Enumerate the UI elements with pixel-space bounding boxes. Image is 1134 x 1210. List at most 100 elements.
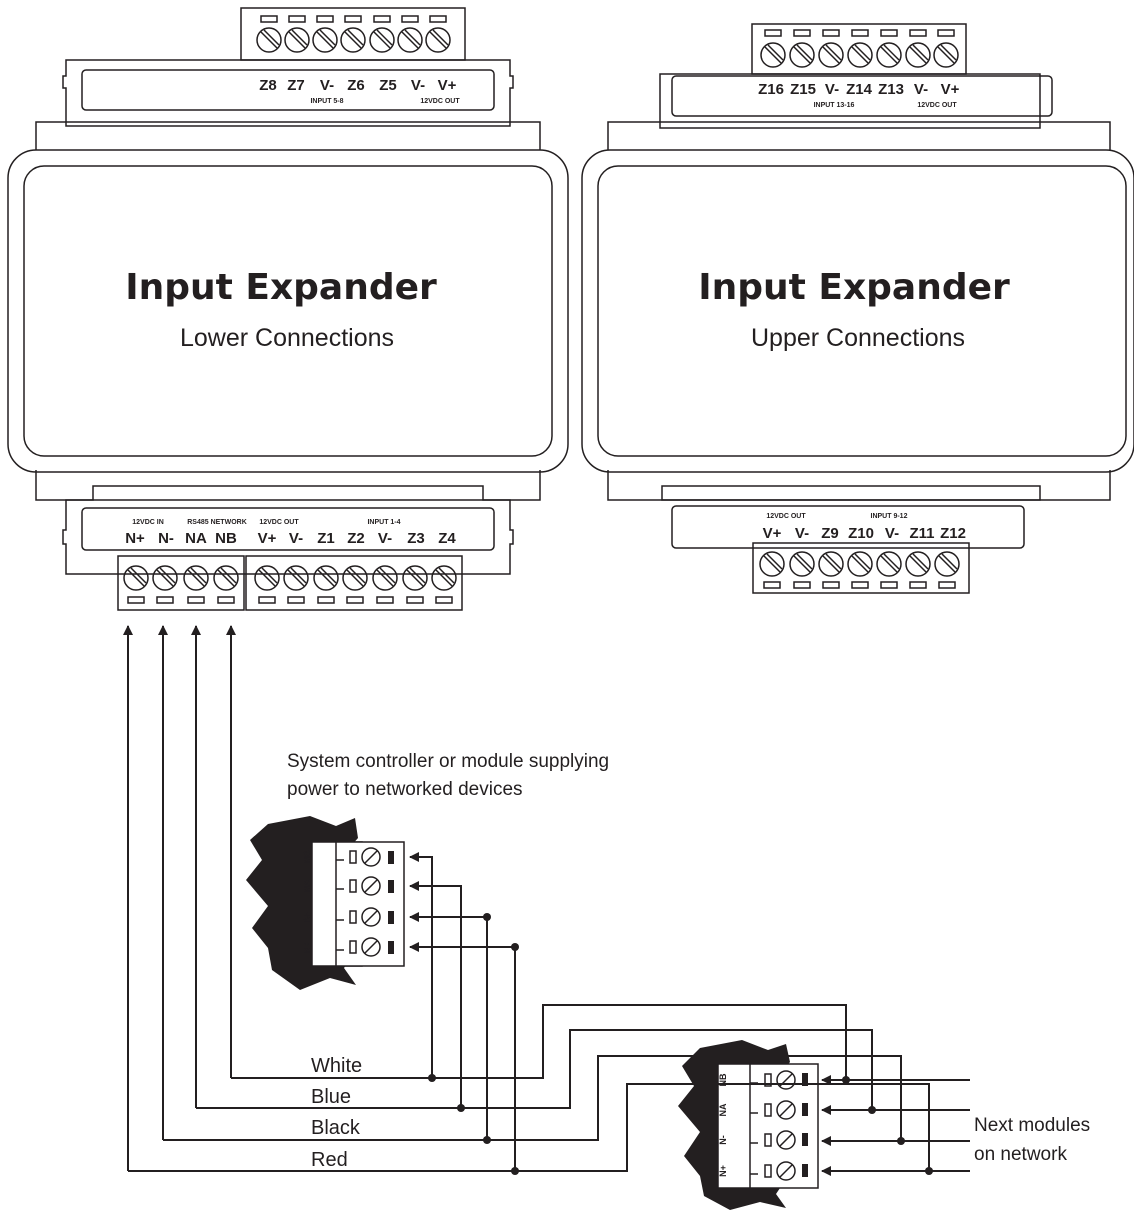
wire-label-white: White bbox=[311, 1055, 362, 1077]
left-bottom-screws bbox=[123, 565, 457, 591]
controller-clamps bbox=[388, 851, 394, 954]
left-io-terminal-block bbox=[245, 555, 463, 611]
next-modules-caption-line1: Next modules bbox=[974, 1115, 1090, 1136]
controller-screws bbox=[336, 847, 381, 957]
terminal-label: V- bbox=[795, 525, 809, 542]
terminal-label: V+ bbox=[438, 77, 457, 94]
terminal-label: Z1 bbox=[317, 530, 335, 547]
left-module-text: Input Expander Lower Connections Z8 Z7 V… bbox=[125, 77, 460, 547]
right-module-text: Input Expander Upper Connections Z16 Z15… bbox=[698, 81, 1010, 542]
left-bottom-flange bbox=[62, 485, 514, 575]
pin-label: N+ bbox=[718, 1165, 728, 1177]
wire-white-to-controller bbox=[409, 852, 433, 1078]
next-clamps bbox=[802, 1073, 808, 1177]
terminal-label: V- bbox=[378, 530, 392, 547]
next-screws bbox=[750, 1070, 796, 1181]
right-bottom-shoulder bbox=[607, 470, 1111, 501]
junction-dot bbox=[483, 1136, 491, 1144]
right-bottom-flange bbox=[661, 485, 1041, 501]
screw-icon bbox=[372, 565, 398, 591]
right-bottom-screws bbox=[759, 551, 960, 577]
screw-icon bbox=[361, 847, 381, 867]
wire-label-red: Red bbox=[311, 1149, 348, 1171]
junction-dot bbox=[868, 1106, 876, 1114]
terminal-label: Z10 bbox=[848, 525, 874, 542]
junction-dot bbox=[511, 1167, 519, 1175]
screw-icon bbox=[361, 876, 381, 896]
screw-icon bbox=[312, 27, 338, 53]
left-top-flange bbox=[62, 59, 514, 127]
terminal-label: Z8 bbox=[259, 77, 277, 94]
left-top-label-strip bbox=[81, 69, 495, 111]
screw-icon bbox=[818, 551, 844, 577]
right-top-screws bbox=[760, 42, 959, 68]
junction-dot bbox=[842, 1076, 850, 1084]
junction-dot bbox=[925, 1167, 933, 1175]
right-top-label-strip bbox=[671, 75, 1053, 117]
left-body-inner bbox=[23, 165, 553, 457]
screw-icon bbox=[776, 1161, 796, 1181]
next-module-connector: NB NA N- N+ bbox=[678, 1040, 819, 1210]
group-label: 12VDC OUT bbox=[420, 98, 460, 105]
wire-red-to-controller bbox=[409, 942, 516, 1171]
screw-icon bbox=[905, 551, 931, 577]
right-bottom-label-strip bbox=[671, 505, 1025, 549]
screw-icon bbox=[760, 42, 786, 68]
terminal-label: V- bbox=[320, 77, 334, 94]
terminal-label: Z4 bbox=[438, 530, 456, 547]
screw-icon bbox=[361, 907, 381, 927]
terminal-label: NA bbox=[185, 530, 207, 547]
pin-label: N- bbox=[718, 1135, 728, 1145]
screw-icon bbox=[431, 565, 457, 591]
terminal-label: V- bbox=[289, 530, 303, 547]
group-label: 12VDC IN bbox=[132, 519, 164, 526]
left-top-tabs bbox=[260, 15, 447, 23]
group-label: RS485 NETWORK bbox=[187, 519, 247, 526]
junction-dot bbox=[483, 913, 491, 921]
group-label: 12VDC OUT bbox=[766, 513, 806, 520]
group-label: INPUT 9-12 bbox=[871, 513, 908, 520]
terminal-label: NB bbox=[215, 530, 237, 547]
junction-dot bbox=[897, 1137, 905, 1145]
left-subtitle: Lower Connections bbox=[180, 324, 394, 352]
group-label: INPUT 13-16 bbox=[814, 102, 855, 109]
terminal-label: Z6 bbox=[347, 77, 365, 94]
left-network-terminal-block bbox=[117, 555, 245, 611]
pin-label: N- bbox=[302, 912, 312, 922]
screw-icon bbox=[818, 42, 844, 68]
right-bottom-tabs bbox=[763, 581, 956, 589]
group-label: INPUT 1-4 bbox=[367, 519, 400, 526]
terminal-label: Z15 bbox=[790, 81, 816, 98]
screw-icon bbox=[342, 565, 368, 591]
right-title: Input Expander bbox=[698, 267, 1010, 308]
right-top-shoulder bbox=[607, 121, 1111, 150]
right-bottom-terminal-block bbox=[752, 542, 970, 594]
junction-dot bbox=[511, 943, 519, 951]
terminal-label: Z5 bbox=[379, 77, 397, 94]
group-label: 12VDC OUT bbox=[917, 102, 957, 109]
screw-icon bbox=[361, 937, 381, 957]
wire-black-to-controller bbox=[409, 912, 488, 1140]
screw-icon bbox=[776, 1130, 796, 1150]
screw-icon bbox=[905, 42, 931, 68]
wires bbox=[123, 625, 970, 1176]
screw-icon bbox=[789, 42, 815, 68]
left-top-shoulder bbox=[35, 121, 541, 150]
left-bottom-shoulder bbox=[35, 470, 541, 501]
pin-label: NB bbox=[718, 1073, 728, 1086]
terminal-label: Z3 bbox=[407, 530, 425, 547]
screw-icon bbox=[933, 42, 959, 68]
left-top-screws bbox=[256, 27, 451, 53]
screw-icon bbox=[759, 551, 785, 577]
left-title: Input Expander bbox=[125, 267, 437, 308]
wire-label-blue: Blue bbox=[311, 1086, 351, 1108]
terminal-label: V+ bbox=[941, 81, 960, 98]
screw-icon bbox=[254, 565, 280, 591]
terminal-label: Z7 bbox=[287, 77, 305, 94]
next-modules-caption-line2: on network bbox=[974, 1144, 1067, 1165]
terminal-label: Z2 bbox=[347, 530, 365, 547]
junction-dots bbox=[428, 913, 933, 1175]
terminal-label: N+ bbox=[125, 530, 145, 547]
screw-icon bbox=[876, 42, 902, 68]
